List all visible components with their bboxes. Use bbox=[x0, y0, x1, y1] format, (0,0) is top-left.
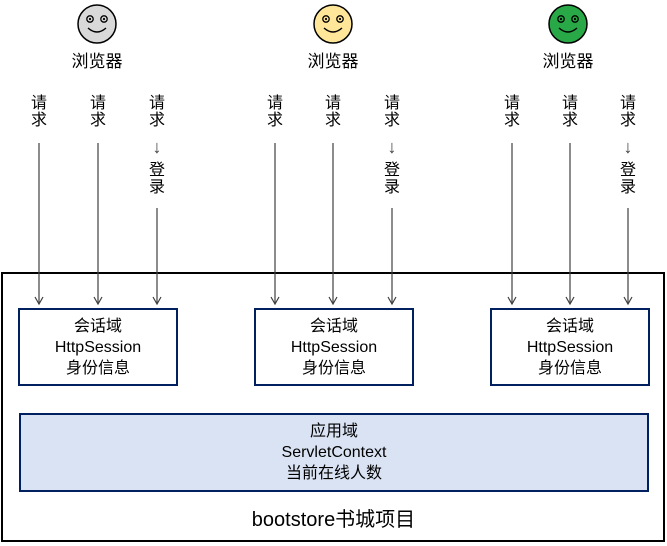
browser-group-2: 浏览器 bbox=[301, 2, 365, 72]
session-scope-class: HttpSession bbox=[290, 338, 378, 356]
browser-label: 浏览器 bbox=[542, 52, 594, 71]
smiley-face-icon bbox=[548, 4, 588, 44]
browser-label: 浏览器 bbox=[307, 52, 359, 71]
session-scope-content: 身份信息 bbox=[65, 359, 130, 377]
request-label: 请求 bbox=[148, 95, 165, 129]
browser-group-3: 浏览器 bbox=[536, 2, 600, 72]
session-scope-title: 会话域 bbox=[545, 317, 594, 335]
request-label: 请求 bbox=[89, 95, 106, 129]
application-scope-title: 应用域 bbox=[309, 423, 358, 440]
session-scope-content: 身份信息 bbox=[537, 359, 602, 377]
login-label: 登录 bbox=[148, 162, 165, 196]
request-label: 请求 bbox=[383, 95, 400, 129]
login-label: 登录 bbox=[619, 162, 636, 196]
project-title: bootstore书城项目 bbox=[251, 509, 416, 531]
application-scope-class: ServletContext bbox=[281, 444, 387, 461]
browser-label: 浏览器 bbox=[71, 52, 123, 71]
session-scope-title: 会话域 bbox=[73, 317, 122, 335]
session-scope-class: HttpSession bbox=[54, 338, 142, 356]
down-arrow-icon: ↓ bbox=[152, 137, 162, 157]
request-label: 请求 bbox=[561, 95, 578, 129]
down-arrow-icon: ↓ bbox=[387, 137, 397, 157]
application-scope-box: 应用域 ServletContext 当前在线人数 bbox=[19, 413, 649, 492]
session-scope-title: 会话域 bbox=[309, 317, 358, 335]
session-scope-class: HttpSession bbox=[526, 338, 614, 356]
request-label: 请求 bbox=[30, 95, 47, 129]
smiley-face-icon bbox=[313, 4, 353, 44]
request-label: 请求 bbox=[324, 95, 341, 129]
request-label: 请求 bbox=[503, 95, 520, 129]
down-arrow-icon: ↓ bbox=[623, 137, 633, 157]
browser-group-1: 浏览器 bbox=[65, 2, 129, 72]
request-label: 请求 bbox=[266, 95, 283, 129]
smiley-face-icon bbox=[77, 4, 117, 44]
session-scope-box-1: 会话域 HttpSession 身份信息 bbox=[18, 308, 178, 386]
session-scope-content: 身份信息 bbox=[301, 359, 366, 377]
login-label: 登录 bbox=[383, 162, 400, 196]
request-label: 请求 bbox=[619, 95, 636, 129]
session-scope-box-3: 会话域 HttpSession 身份信息 bbox=[490, 308, 650, 386]
session-scope-box-2: 会话域 HttpSession 身份信息 bbox=[254, 308, 414, 386]
application-scope-content: 当前在线人数 bbox=[285, 465, 382, 482]
